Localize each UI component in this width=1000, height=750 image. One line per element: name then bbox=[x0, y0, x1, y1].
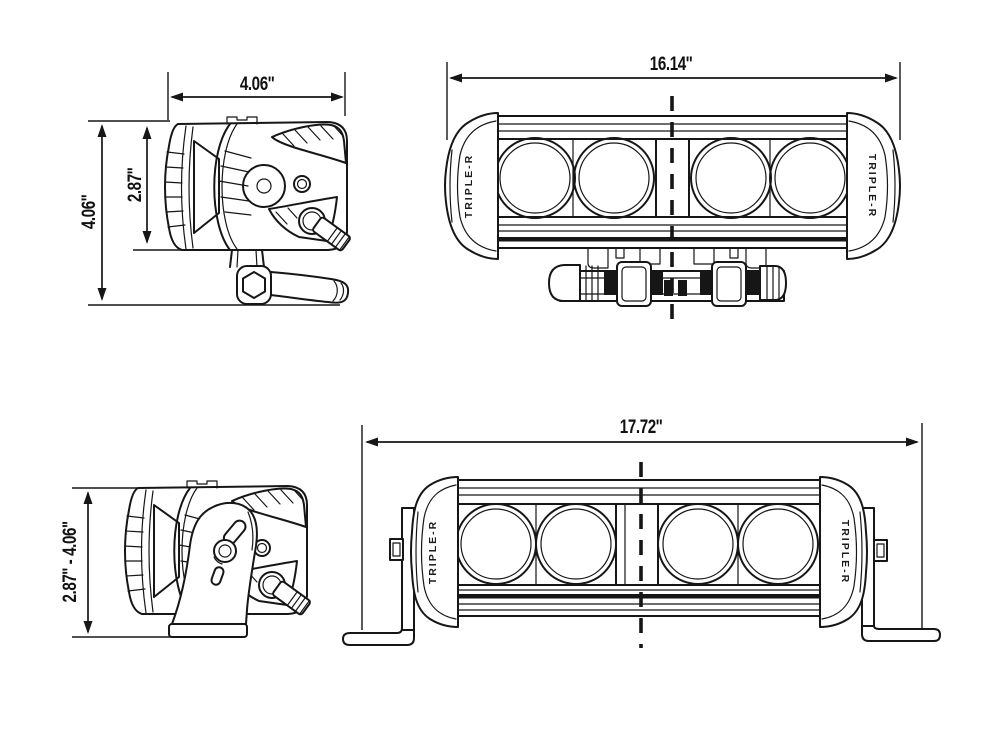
lens-circle bbox=[737, 503, 819, 585]
arrowhead bbox=[142, 231, 152, 244]
dim-label-front-bottom-width: 17.72'' bbox=[620, 415, 663, 437]
view-side-bottom: 2.87'' - 4.06'' bbox=[58, 480, 313, 638]
arrowhead bbox=[83, 621, 93, 634]
arrowhead bbox=[142, 126, 152, 139]
bracket-bolt bbox=[389, 538, 404, 561]
arrowhead bbox=[331, 92, 344, 102]
arrowhead bbox=[170, 92, 183, 102]
dim-label-side-top-height-overall: 4.06'' bbox=[77, 194, 99, 229]
arrowhead bbox=[97, 124, 107, 137]
view-front-top: 16.14'' TRIPLE-R bbox=[444, 52, 901, 326]
side-bracket bbox=[168, 501, 258, 638]
bar-body bbox=[455, 479, 823, 617]
arrowhead bbox=[83, 491, 93, 504]
bracket-hole bbox=[213, 539, 237, 563]
view-front-bottom: 17.72'' bbox=[342, 415, 941, 648]
dim-label-front-top-width: 16.14'' bbox=[650, 52, 693, 74]
pedestal-mount bbox=[229, 249, 350, 305]
lens-circle bbox=[535, 503, 617, 585]
bracket-bolt bbox=[873, 539, 888, 562]
bracket-slot bbox=[210, 566, 225, 586]
endcap-left bbox=[410, 476, 459, 628]
endcap-brand-text: TRIPLE-R bbox=[427, 520, 439, 584]
endcap-right bbox=[846, 112, 901, 260]
arrowhead bbox=[365, 437, 378, 447]
dim-label-side-top-width: 4.06'' bbox=[240, 72, 275, 94]
mounting-hardware bbox=[548, 247, 787, 307]
bracket-base bbox=[168, 623, 248, 638]
arrowhead bbox=[885, 73, 898, 83]
lens-circle bbox=[573, 137, 655, 219]
endcap-brand-text: TRIPLE-R bbox=[463, 154, 475, 218]
dim-label-side-top-height-body: 2.87'' bbox=[123, 167, 145, 202]
endcap-right bbox=[819, 476, 868, 628]
bracket-foot bbox=[861, 625, 941, 642]
arrowhead bbox=[906, 437, 919, 447]
l-bracket-left bbox=[342, 507, 415, 646]
cable-gland bbox=[548, 264, 581, 302]
endcap-brand-text: TRIPLE-R bbox=[866, 154, 878, 218]
arrowhead bbox=[449, 73, 462, 83]
dim-label-side-bottom-height-range: 2.87'' - 4.06'' bbox=[58, 521, 80, 602]
l-bracket-right bbox=[861, 507, 941, 642]
endcap-brand-text: TRIPLE-R bbox=[839, 520, 851, 584]
view-side-top: 4.06'' 4.06'' 2.87'' bbox=[77, 72, 353, 306]
lightbar-front-mounted: TRIPLE-R TRIPLE-R bbox=[410, 476, 868, 628]
arrowhead bbox=[97, 288, 107, 301]
bracket-foot bbox=[342, 627, 415, 646]
endcap-left bbox=[444, 112, 499, 260]
hex-bolt bbox=[242, 271, 266, 299]
